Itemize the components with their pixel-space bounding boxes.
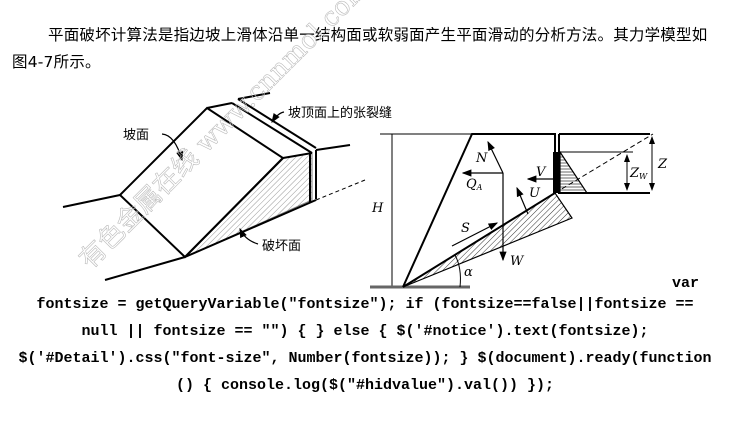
label-Zw: ZW: [629, 166, 648, 181]
label-U: U: [529, 186, 541, 201]
label-S: S: [461, 221, 470, 236]
label-W: W: [510, 254, 525, 269]
code-line: null || fontsize == "") { } else { $('#n…: [81, 323, 649, 340]
intro-paragraph: 平面破坏计算法是指边坡上滑体沿单一结构面或软弱面产生平面滑动的分析方法。其力学模…: [12, 22, 712, 76]
label-H: H: [371, 201, 384, 216]
label-alpha: α: [464, 265, 473, 280]
slope-3d-drawing: [62, 92, 366, 281]
intro-text: 平面破坏计算法是指边坡上滑体沿单一结构面或软弱面产生平面滑动的分析方法。其力学模…: [12, 26, 708, 71]
label-V: V: [536, 165, 547, 180]
code-line: () { console.log($("#hidvalue").val()) }…: [175, 377, 555, 394]
slope-section-drawing: [370, 133, 655, 289]
label-Z: Z: [657, 157, 668, 172]
label-QA: QA: [466, 177, 483, 192]
label-slope-face: 坡面: [123, 128, 149, 143]
label-tension-crack: 坡顶面上的张裂缝: [288, 105, 392, 121]
code-line: $('#Detail').css("font-size", Number(fon…: [18, 350, 712, 367]
code-var: var: [672, 275, 700, 292]
label-N: N: [475, 151, 488, 166]
code-line: fontsize = getQueryVariable("fontsize");…: [36, 296, 694, 313]
label-failure-plane: 破坏面: [262, 239, 301, 254]
